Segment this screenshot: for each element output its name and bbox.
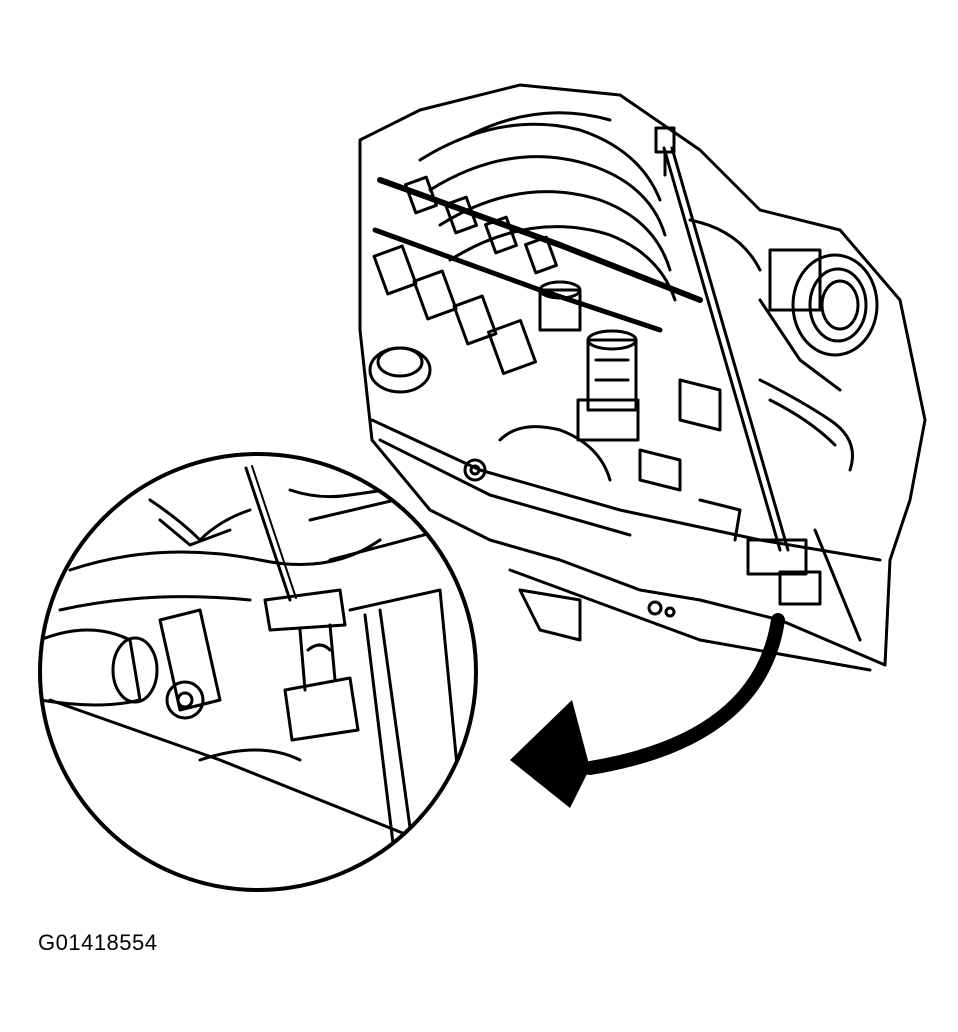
intake-runner bbox=[468, 111, 612, 137]
frame-hole bbox=[664, 606, 676, 618]
oil-fill-cap bbox=[368, 346, 432, 394]
engine-detail bbox=[678, 378, 722, 432]
detail-wiring bbox=[288, 488, 387, 499]
fuel-rail bbox=[377, 177, 703, 303]
detail-pipe-end bbox=[111, 636, 159, 704]
vacuum-hose bbox=[768, 398, 837, 447]
frame-line bbox=[508, 568, 872, 672]
detail-magnifier bbox=[38, 452, 478, 892]
fuel-injectors bbox=[372, 175, 558, 375]
manifold-edge bbox=[370, 418, 882, 562]
detail-dipstick-tube bbox=[244, 466, 292, 602]
detail-hose bbox=[68, 538, 382, 572]
frame-hole bbox=[647, 600, 663, 616]
center-sensor bbox=[538, 280, 640, 442]
throttle-body bbox=[758, 248, 879, 392]
intake-runner bbox=[418, 122, 662, 202]
manifold-edge bbox=[378, 438, 632, 537]
detail-wiring bbox=[158, 518, 232, 547]
detail-dipstick-bracket bbox=[263, 588, 360, 742]
dipstick-bracket bbox=[746, 528, 862, 642]
engine-assembly bbox=[358, 83, 927, 672]
manifold-edge bbox=[498, 425, 612, 482]
engine-outline bbox=[358, 83, 927, 667]
intake-runner bbox=[438, 190, 672, 272]
figure-id-label: G01418554 bbox=[38, 930, 158, 955]
engine-detail bbox=[698, 498, 742, 542]
intake-runner bbox=[428, 155, 667, 237]
engine-detail bbox=[638, 448, 682, 492]
frame-line bbox=[518, 588, 582, 642]
mount-bolt bbox=[463, 458, 487, 482]
detail-hose bbox=[58, 595, 252, 612]
dipstick-tube bbox=[654, 126, 790, 552]
vacuum-hose bbox=[688, 218, 762, 272]
vacuum-hose bbox=[758, 378, 854, 472]
callout-arrow bbox=[510, 613, 785, 808]
